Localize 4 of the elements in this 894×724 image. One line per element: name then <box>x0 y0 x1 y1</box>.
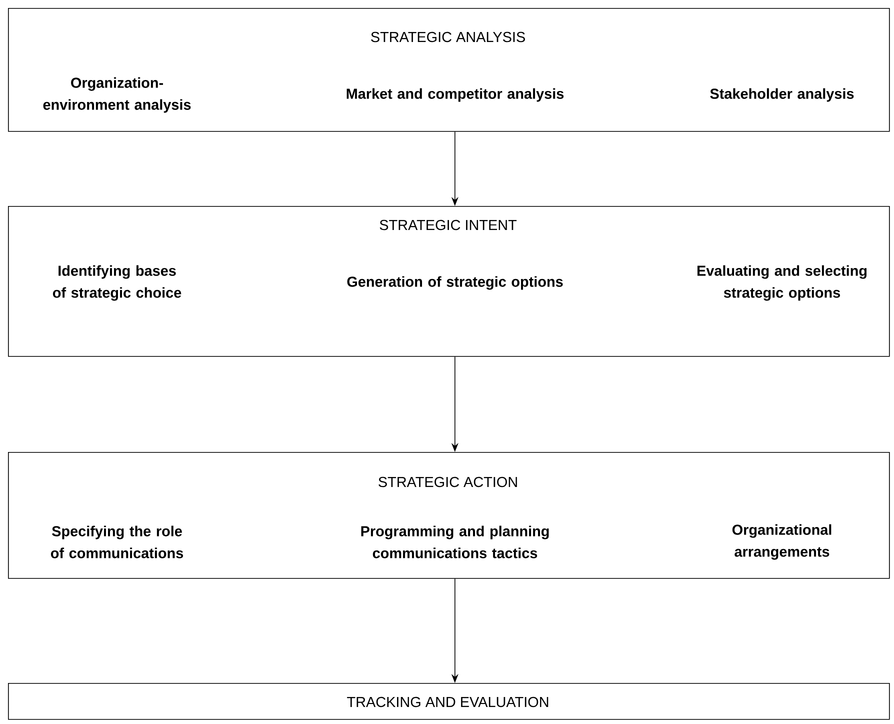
stage-box: STRATEGIC ACTION Specifying the role of communications Programming and planning communications tactics Organizational arrangements <box>8 452 890 579</box>
stage-box: TRACKING AND EVALUATION <box>8 683 890 720</box>
stage-box: STRATEGIC INTENT Identifying bases of strategic choice Generation of strategic options Evaluating and selecting strategic options <box>8 206 890 357</box>
stage-box: STRATEGIC ANALYSIS Organization-environment analysis Market and competitor analysis Stakeholder analysis <box>8 8 890 132</box>
